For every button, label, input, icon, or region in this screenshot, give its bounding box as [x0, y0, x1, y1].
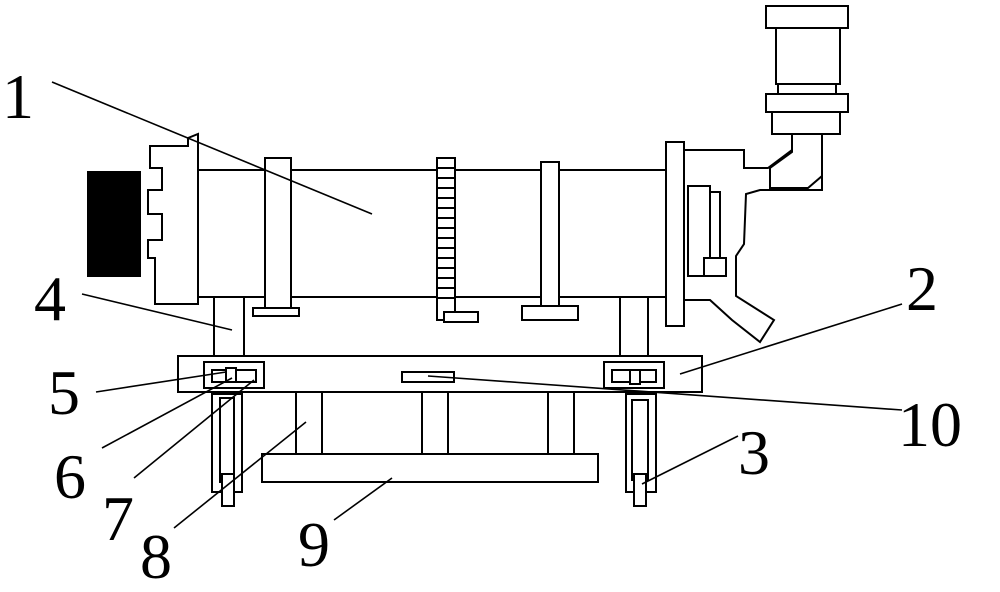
leader-10 — [427, 375, 903, 411]
motor-body — [775, 25, 841, 85]
pipe-flange — [765, 93, 849, 113]
outlet-pipe — [769, 133, 823, 189]
pipe-neck — [777, 83, 837, 95]
socket-left-pin — [225, 367, 237, 383]
clamp-bolt-left — [264, 157, 292, 309]
leader-5 — [95, 371, 227, 393]
label-5: 5 — [48, 357, 80, 428]
leader-9 — [333, 477, 393, 521]
bottom-bar — [261, 453, 599, 483]
housing-bracket — [703, 257, 727, 277]
left-end-flange — [147, 132, 199, 305]
end-black-block — [87, 171, 141, 277]
label-3: 3 — [738, 417, 770, 488]
housing-inner-bar — [709, 191, 721, 265]
lower-post-2 — [421, 391, 449, 455]
gear-rack — [436, 157, 479, 323]
motor-cap — [765, 5, 849, 29]
leader-6 — [101, 377, 233, 449]
clamp-bolt-right-foot — [521, 305, 579, 321]
side-cylinder-right — [625, 393, 657, 507]
lower-post-3 — [547, 391, 575, 455]
clamp-bolt-right — [540, 161, 560, 309]
leader-1 — [51, 81, 373, 215]
clamp-bolt-left-foot — [252, 307, 300, 317]
label-7: 7 — [102, 483, 134, 554]
label-4: 4 — [34, 263, 66, 334]
leader-4 — [81, 293, 233, 331]
support-leg-right — [619, 296, 649, 364]
label-10: 10 — [898, 389, 962, 460]
lower-post-1 — [295, 391, 323, 455]
label-1: 1 — [2, 61, 34, 132]
pipe-collar — [771, 111, 841, 135]
right-flange-plate — [665, 141, 685, 327]
label-6: 6 — [54, 441, 86, 512]
socket-right-pin — [629, 369, 641, 385]
label-9: 9 — [298, 509, 330, 580]
label-2: 2 — [906, 253, 938, 324]
leader-8 — [173, 421, 307, 529]
label-8: 8 — [140, 521, 172, 592]
base-slot-plate — [401, 371, 455, 383]
leader-7 — [133, 379, 255, 479]
leader-2 — [679, 303, 903, 375]
leader-3 — [641, 435, 739, 485]
